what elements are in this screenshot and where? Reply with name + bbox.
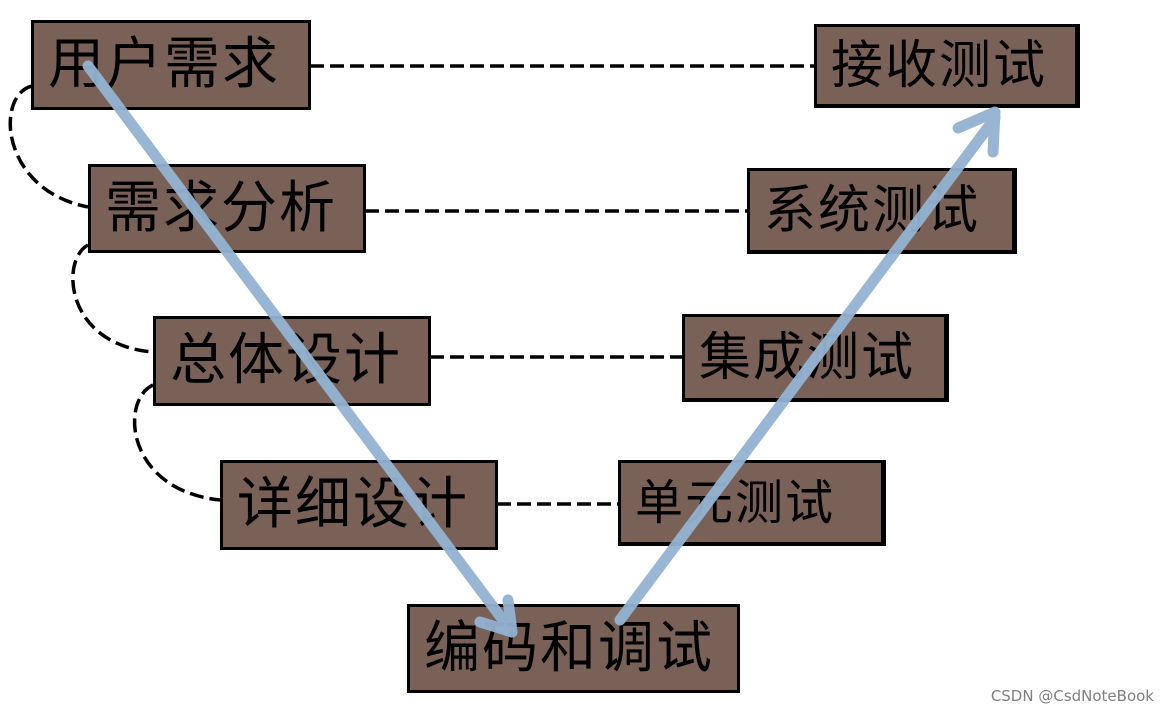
curve-2 [71, 243, 154, 354]
label-integration-test: 集成测试 [699, 327, 916, 388]
label-coding: 编码和调试 [424, 615, 714, 681]
box-detailed-design: 详细设计 [220, 460, 498, 550]
label-acceptance-test: 接收测试 [831, 35, 1048, 96]
watermark: CSDN @CsdNoteBook [990, 687, 1154, 705]
label-unit-test: 单元测试 [635, 474, 836, 531]
label-detailed-design: 详细设计 [237, 472, 469, 537]
label-overall-design: 总体设计 [170, 328, 402, 393]
label-user-requirements: 用户需求 [48, 32, 280, 97]
label-requirements-analysis: 需求分析 [105, 175, 337, 241]
curve-1 [8, 84, 89, 209]
box-requirements-analysis: 需求分析 [88, 164, 366, 253]
box-acceptance-test: 接收测试 [814, 24, 1080, 108]
box-integration-test: 集成测试 [682, 314, 949, 402]
label-system-test: 系统测试 [764, 180, 981, 241]
box-system-test: 系统测试 [747, 168, 1017, 254]
box-unit-test: 单元测试 [618, 460, 886, 546]
box-coding: 编码和调试 [407, 604, 740, 693]
box-overall-design: 总体设计 [153, 316, 431, 406]
box-user-requirements: 用户需求 [31, 20, 311, 110]
